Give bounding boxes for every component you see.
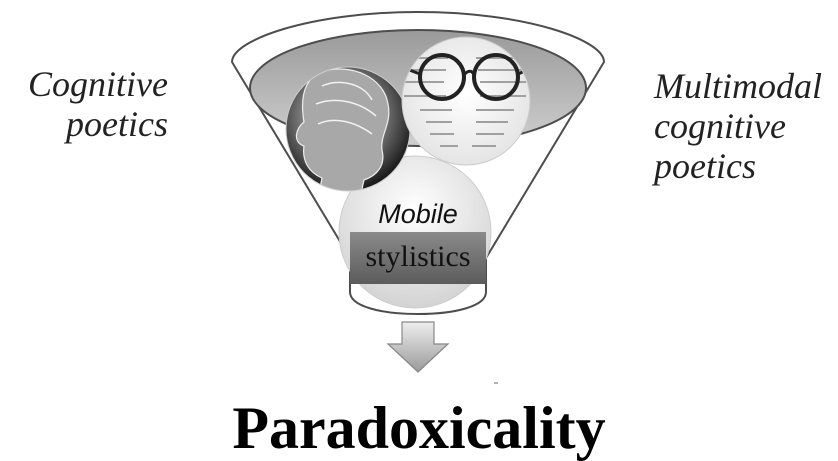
left-input-label: Cognitive poetics <box>28 64 168 144</box>
brain-head-icon <box>285 66 411 192</box>
center-label-line2: stylistics <box>365 240 470 273</box>
glasses-text-icon <box>401 36 531 166</box>
arrow-down-icon <box>386 321 450 373</box>
mobile-stylistics-box <box>350 232 486 284</box>
right-input-label: Multimodal cognitive poetics <box>654 66 822 186</box>
result-title: Paradoxicality <box>232 395 606 461</box>
center-label-line1: Mobile <box>378 199 458 229</box>
